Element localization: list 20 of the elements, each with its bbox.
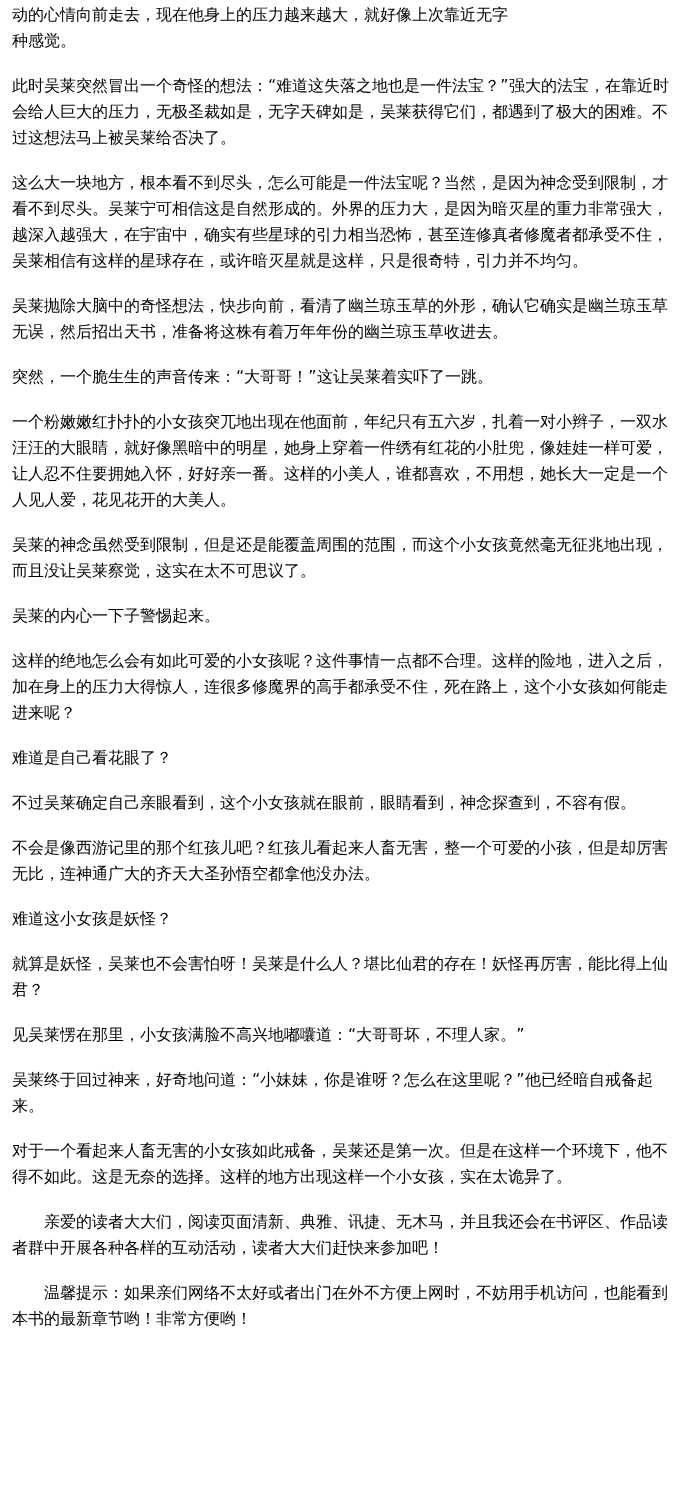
paragraph: 吴莱的内心一下子警惕起来。 xyxy=(12,605,221,627)
paragraph: 种感觉。 xyxy=(12,30,77,52)
paragraph: 难道是自己看花眼了？ xyxy=(12,747,173,769)
paragraph: 这么大一块地方，根本看不到尽头，怎么可能是一件法宝呢？当然，是因为神念受到限制，才看不到尽头。吴莱宁可相信这是自然形成的。外界的压力大，是因为暗灭星的重力非常强大，越深入越强大，在宇宙中，确实有些星球的引力相当恐怖，甚至连修真者修魔者都承受不住，吴莱相信有这样的星球存在，或许暗灭星就是这样，只是很奇特，引力并不均匀。 xyxy=(12,172,669,272)
reader-note: 温馨提示：如果亲们网络不太好或者出门在外不方便上网时，不妨用手机访问，也能看到本书的最新章节哟！非常方便哟！ xyxy=(12,1282,669,1330)
paragraph: 动的心情向前走去，现在他身上的压力越来越大，就好像上次靠近无字 xyxy=(12,4,509,26)
reader-note: 亲爱的读者大大们，阅读页面清新、典雅、讯捷、无木马，并且我还会在书评区、作品读者群中开展各种各样的互动活动，读者大大们赶快来参加吧！ xyxy=(12,1211,669,1259)
paragraph: 此时吴莱突然冒出一个奇怪的想法：“难道这失落之地也是一件法宝？”强大的法宝，在靠近时会给人巨大的压力，无极圣裁如是，无字天碑如是，吴莱获得它们，都遇到了极大的困难。不过这想法马上被吴莱给否决了。 xyxy=(12,75,670,149)
paragraph: 见吴莱愣在那里，小女孩满脸不高兴地嘟囔道：“大哥哥坏，不理人家。” xyxy=(12,1024,526,1046)
paragraph: 吴莱抛除大脑中的奇怪想法，快步向前，看清了幽兰琼玉草的外形，确认它确实是幽兰琼玉草无误，然后招出天书，准备将这株有着万年年份的幽兰琼玉草收进去。 xyxy=(12,295,669,343)
paragraph: 对于一个看起来人畜无害的小女孩如此戒备，吴莱还是第一次。但是在这样一个环境下，他不得不如此。这是无奈的选择。这样的地方出现这样一个小女孩，实在太诡异了。 xyxy=(12,1140,669,1188)
paragraph: 就算是妖怪，吴莱也不会害怕呀！吴莱是什么人？堪比仙君的存在！妖怪再厉害，能比得上仙君？ xyxy=(12,953,669,1001)
paragraph: 难道这小女孩是妖怪？ xyxy=(12,908,173,930)
paragraph: 一个粉嫩嫩红扑扑的小女孩突兀地出现在他面前，年纪只有五六岁，扎着一对小辫子，一双水汪汪的大眼睛，就好像黑暗中的明星，她身上穿着一件绣有红花的小肚兜，像娃娃一样可爱，让人忍不住要拥她入怀，好好亲一番。这样的小美人，谁都喜欢，不用想，她长大一定是一个人见人爱，花见花开的大美人。 xyxy=(12,411,669,511)
paragraph: 不会是像西游记里的那个红孩儿吧？红孩儿看起来人畜无害，整一个可爱的小孩，但是却厉害无比，连神通广大的齐天大圣孙悟空都拿他没办法。 xyxy=(12,837,669,885)
paragraph: 吴莱终于回过神来，好奇地问道：“小妹妹，你是谁呀？怎么在这里呢？”他已经暗自戒备起来。 xyxy=(12,1069,654,1117)
paragraph: 突然，一个脆生生的声音传来：“大哥哥！”这让吴莱着实吓了一跳。 xyxy=(12,366,494,388)
paragraph: 不过吴莱确定自己亲眼看到，这个小女孩就在眼前，眼睛看到，神念探查到，不容有假。 xyxy=(12,792,637,814)
paragraph: 这样的绝地怎么会有如此可爱的小女孩呢？这件事情一点都不合理。这样的险地，进入之后，加在身上的压力大得惊人，连很多修魔界的高手都承受不住，死在路上，这个小女孩如何能走进来呢？ xyxy=(12,650,669,724)
paragraph: 吴莱的神念虽然受到限制，但是还是能覆盖周围的范围，而这个小女孩竟然毫无征兆地出现，而且没让吴莱察觉，这实在太不可思议了。 xyxy=(12,534,669,582)
